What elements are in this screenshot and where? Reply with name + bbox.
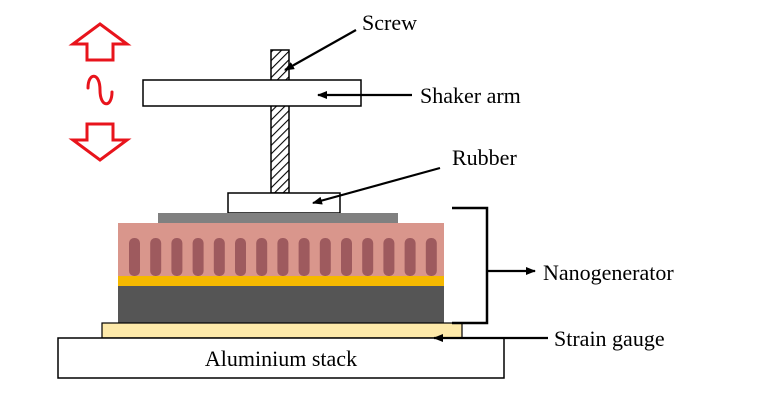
nanopillar: [341, 238, 352, 276]
nanopillar: [404, 238, 416, 276]
screw-label: Screw: [362, 10, 417, 35]
rubber-label: Rubber: [452, 145, 517, 170]
nanopillar: [425, 238, 437, 276]
strain-gauge: [101, 322, 463, 339]
sine-wave-icon: [86, 74, 114, 106]
strain-gauge-label: Strain gauge: [554, 326, 665, 351]
hollow-down-arrow-icon: [68, 122, 132, 162]
nanopillar: [277, 238, 289, 276]
nanopillar: [150, 238, 162, 276]
substrate-layer: [118, 286, 444, 323]
nanopillar: [192, 238, 204, 276]
top-electrode-layer: [158, 213, 398, 223]
hollow-up-arrow-icon: [68, 22, 132, 62]
nanopillar: [319, 238, 331, 276]
nanopillar: [383, 238, 395, 276]
gold-electrode-layer: [118, 276, 444, 286]
nanogenerator-label: Nanogenerator: [543, 260, 674, 285]
nanopillar: [256, 238, 268, 276]
aluminium-stack-label: Aluminium stack: [205, 346, 357, 371]
nanopillar: [298, 238, 310, 276]
nanopillar: [171, 238, 183, 276]
nanopillar: [129, 238, 140, 276]
nanopillar: [235, 238, 246, 276]
shaker-arm: [142, 79, 362, 107]
rubber-leader-arrow: [312, 166, 441, 205]
nanopillar: [213, 238, 225, 276]
nanopillar-array: [129, 238, 437, 276]
nanopillar: [362, 238, 374, 276]
nanogenerator-bracket: [452, 206, 489, 325]
rubber-pad: [227, 192, 341, 214]
shaker-arm-label: Shaker arm: [420, 83, 521, 108]
screw-leader-arrow: [284, 29, 357, 71]
aluminium-stack: [57, 337, 505, 379]
screw: [270, 49, 290, 194]
